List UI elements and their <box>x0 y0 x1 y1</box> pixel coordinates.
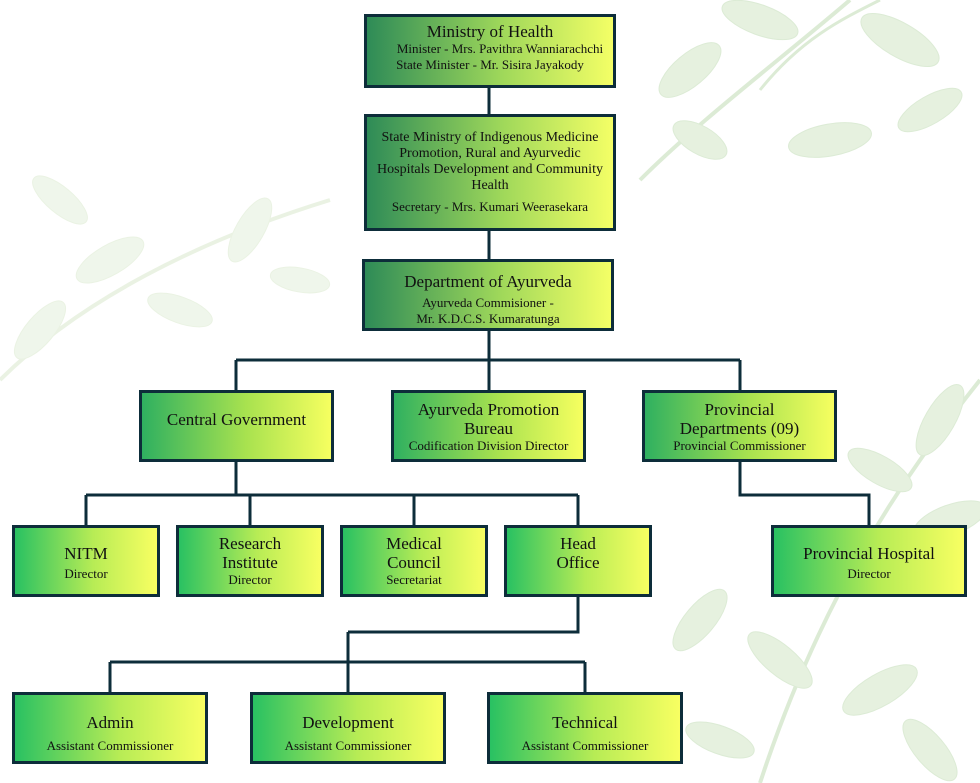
research-institute-box: Research Institute Director <box>176 525 324 597</box>
node-detail: Ayurveda Commisioner - <box>422 295 554 310</box>
node-title: Head Office <box>556 534 600 572</box>
node-title: Admin <box>86 713 134 732</box>
department-of-ayurveda-box: Department of Ayurveda Ayurveda Commisio… <box>362 259 614 331</box>
technical-box: Technical Assistant Commissioner <box>487 692 683 764</box>
head-office-box: Head Office <box>504 525 652 597</box>
medical-council-box: Medical Council Secretariat <box>340 525 488 597</box>
node-detail: Minister - Mrs. Pavithra Wanniarachchi <box>396 41 604 56</box>
node-title: NITM <box>64 544 108 563</box>
state-ministry-box: State Ministry of Indigenous Medicine Pr… <box>364 114 616 231</box>
ayurveda-promotion-bureau-box: Ayurveda Promotion Bureau Codification D… <box>391 390 586 462</box>
node-detail: Assistant Commissioner <box>284 738 412 753</box>
ministry-of-health-box: Ministry of Health Minister - Mrs. Pavit… <box>364 14 616 88</box>
node-title: Ministry of Health <box>426 22 554 41</box>
provincial-departments-box: Provincial Departments (09) Provincial C… <box>642 390 837 462</box>
central-government-box: Central Government <box>139 390 334 462</box>
node-detail: Assistant Commissioner <box>521 738 649 753</box>
node-detail: Codification Division Director <box>408 438 569 453</box>
node-detail: Secretary - Mrs. Kumari Weerasekara <box>391 199 589 214</box>
node-detail: Secretariat <box>386 572 442 587</box>
node-detail: Provincial Commissioner <box>673 438 806 453</box>
node-title: Technical <box>552 713 618 732</box>
node-title: State Ministry of Indigenous Medicine Pr… <box>377 130 603 193</box>
node-detail: Assistant Commissioner <box>46 738 174 753</box>
node-title: Central Government <box>166 410 307 429</box>
node-title: Department of Ayurveda <box>404 272 572 291</box>
node-detail: Director <box>64 566 108 581</box>
node-title: Provincial Departments (09) <box>679 400 800 438</box>
node-detail: Mr. K.D.C.S. Kumaratunga <box>416 311 560 326</box>
node-title: Ayurveda Promotion Bureau <box>417 400 560 438</box>
development-box: Development Assistant Commissioner <box>250 692 446 764</box>
admin-box: Admin Assistant Commissioner <box>12 692 208 764</box>
node-detail: State Minister - Mr. Sisira Jayakody <box>396 57 584 72</box>
node-title: Development <box>302 713 394 732</box>
node-detail: Director <box>847 566 891 581</box>
node-title: Research Institute <box>218 534 282 572</box>
node-title: Provincial Hospital <box>803 544 935 563</box>
provincial-hospital-box: Provincial Hospital Director <box>771 525 967 597</box>
node-detail: Director <box>228 572 272 587</box>
node-title: Medical Council <box>386 534 442 572</box>
nitm-box: NITM Director <box>12 525 160 597</box>
